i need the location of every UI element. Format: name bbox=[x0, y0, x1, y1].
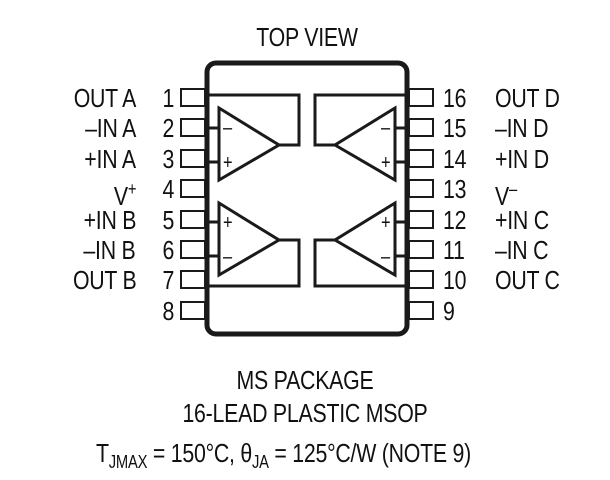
pin-number: 4 bbox=[162, 174, 174, 204]
amp-c-feedback bbox=[313, 238, 405, 288]
pin-name-pos-in-c: +IN C bbox=[495, 205, 549, 235]
pin-name-pos-in-b: +IN B bbox=[83, 205, 136, 235]
pin-number: 14 bbox=[443, 144, 467, 174]
pin-number: 12 bbox=[443, 205, 467, 235]
amp-c-triangle bbox=[332, 200, 397, 278]
pin-number: 2 bbox=[162, 113, 174, 143]
pin-number: 8 bbox=[162, 296, 174, 326]
pin-number: 3 bbox=[162, 144, 174, 174]
pin-name-neg-in-c: –IN C bbox=[495, 235, 549, 265]
amp-b-feedback bbox=[209, 238, 301, 288]
amp-b-triangle bbox=[217, 200, 282, 278]
amp-a-minus: – bbox=[223, 117, 232, 139]
pin-name-v-minus: V– bbox=[495, 179, 517, 211]
amp-d-triangle bbox=[332, 105, 397, 183]
pin-name-out-d: OUT D bbox=[495, 83, 560, 113]
pin-name-v-plus: V+ bbox=[113, 179, 137, 211]
package-name: MS PACKAGE bbox=[236, 365, 374, 395]
pin-name-pos-in-a: +IN A bbox=[84, 144, 136, 174]
pin-number: 1 bbox=[162, 83, 174, 113]
amp-a-triangle bbox=[217, 105, 282, 183]
pin-number: 6 bbox=[162, 235, 174, 265]
pin-name-out-b: OUT B bbox=[72, 265, 136, 295]
pin-name-out-c: OUT C bbox=[495, 265, 560, 295]
pin-number: 11 bbox=[443, 235, 465, 265]
pin-number: 9 bbox=[443, 296, 455, 326]
amp-c-minus: – bbox=[381, 246, 390, 268]
package-description: 16-LEAD PLASTIC MSOP bbox=[182, 398, 428, 428]
amp-d-plus: + bbox=[381, 152, 391, 174]
right-pin-stubs bbox=[408, 88, 434, 320]
pin-name-neg-in-a: –IN A bbox=[85, 113, 136, 143]
pin-name-neg-in-b: –IN B bbox=[83, 235, 136, 265]
amp-a-plus: + bbox=[223, 152, 233, 174]
pin-name-pos-in-d: +IN D bbox=[495, 144, 549, 174]
pin-number: 10 bbox=[443, 265, 467, 295]
left-pin-stubs bbox=[180, 88, 206, 320]
amp-d-minus: – bbox=[381, 117, 390, 139]
thermal-spec: TJMAX = 150°C, θJA = 125°C/W (NOTE 9) bbox=[96, 438, 472, 472]
amp-d-feedback bbox=[313, 93, 405, 147]
amp-b-minus: – bbox=[223, 246, 232, 268]
amp-a-feedback bbox=[209, 93, 301, 147]
pin-number: 16 bbox=[443, 83, 467, 113]
pin-name-out-a: OUT A bbox=[73, 83, 137, 113]
pin-name-neg-in-d: –IN D bbox=[495, 113, 549, 143]
amp-b-plus: + bbox=[223, 212, 233, 234]
pin-number: 7 bbox=[162, 265, 174, 295]
pin-number: 5 bbox=[162, 205, 174, 235]
diagram-title: TOP VIEW bbox=[256, 22, 358, 52]
package-body bbox=[204, 60, 410, 337]
pin-number: 13 bbox=[443, 174, 467, 204]
amp-c-plus: + bbox=[381, 212, 391, 234]
pin-number: 15 bbox=[443, 113, 467, 143]
